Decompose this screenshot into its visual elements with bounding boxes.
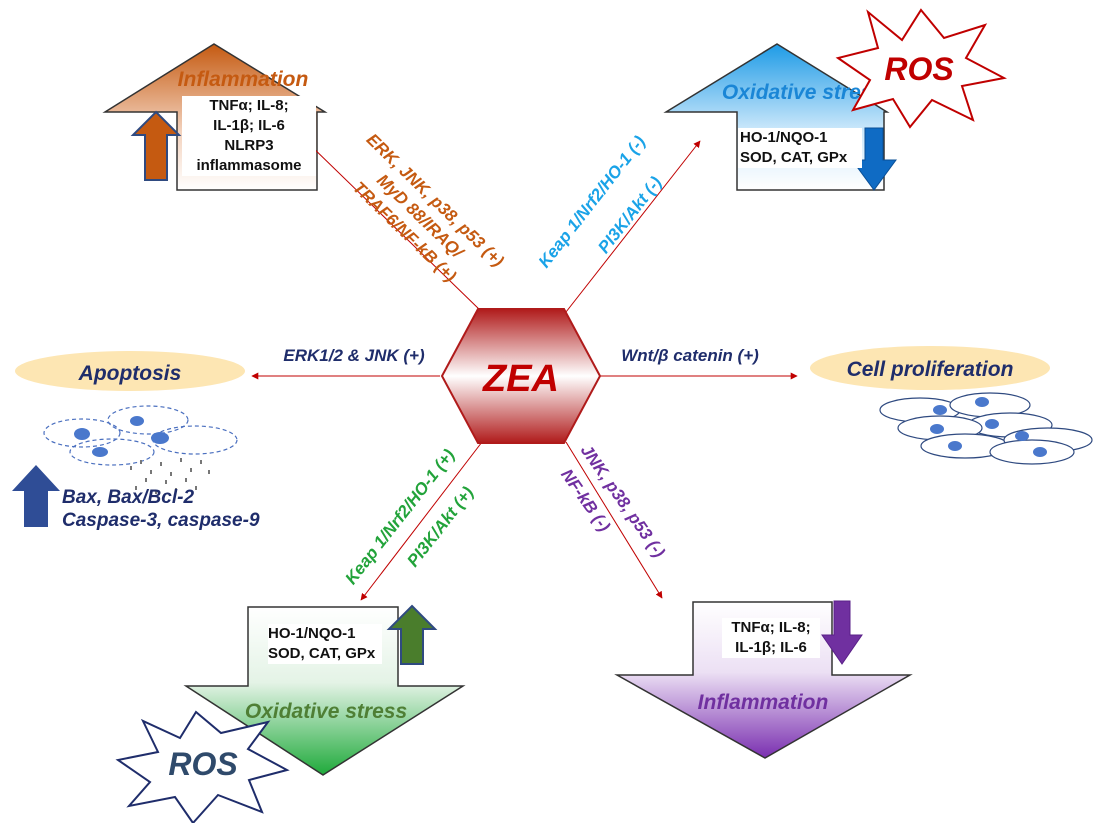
inflammation-up-title: Inflammation [178, 68, 309, 91]
marker-line: SOD, CAT, GPx [268, 645, 376, 662]
nucleus [930, 424, 944, 434]
oxidative-stress-up-title: Oxidative stress [722, 81, 884, 104]
apoptotic-nucleus [151, 432, 169, 444]
inflammation-pathway-labels: ERK, JNK, p38, p53 (+) MyD 88/IRAQ/ TRAF… [349, 130, 507, 286]
marker-line: HO-1/NQO-1 [268, 625, 356, 642]
ros-bottom-label: ROS [168, 746, 238, 782]
oxidative-up-pathway-labels: Keap 1/Nrf2/HO-1 (-) PI3K/Akt (-) [535, 132, 666, 271]
nucleus [1033, 447, 1047, 457]
oxidative-down-pathway-labels: Keap 1/Nrf2/HO-1 (+) PI3K/Akt (+) [341, 445, 477, 588]
ros-top-label: ROS [884, 51, 954, 87]
ros-burst-top [835, 8, 1007, 129]
apoptotic-nuclei [74, 416, 169, 457]
debris-dot [160, 462, 162, 466]
marker-line: IL-1β; IL-6 [213, 117, 285, 134]
debris-dot [200, 460, 202, 464]
debris-dot [190, 468, 192, 472]
inflammation-down-arrow-shape [614, 601, 913, 759]
apoptotic-cell [69, 438, 155, 466]
proliferation-highlight [810, 346, 1050, 390]
debris-dot [185, 478, 187, 482]
debris-dot [175, 488, 177, 492]
inflammation-down-pathway-labels: JNK, p38, p53 (-) NF-kB (-) [557, 441, 669, 561]
apoptosis-pathway-label: ERK1/2 & JNK (+) [283, 346, 425, 365]
cell-proliferation-title: Cell proliferation [847, 358, 1014, 381]
zea-label: ZEA [482, 358, 559, 400]
debris-dot [155, 490, 157, 494]
inflammation-up-markers-box: TNFα; IL-8; IL-1β; IL-6 NLRP3 inflammaso… [182, 96, 316, 176]
apoptotic-cell [43, 418, 121, 448]
inflammation-down-markers-box: TNFα; IL-8; IL-1β; IL-6 [722, 618, 820, 658]
decrease-arrow-oxidative-icon [851, 127, 897, 191]
nucleus [985, 419, 999, 429]
increase-arrow-inflammation-icon [130, 110, 182, 181]
debris-dot [170, 472, 172, 476]
marker-line: TNFα; IL-8; [731, 619, 811, 636]
proliferating-cells [879, 392, 1093, 465]
debris-dot [135, 486, 137, 490]
apoptosis-title: Apoptosis [78, 362, 182, 385]
apoptotic-cells [43, 405, 238, 466]
apoptotic-debris [130, 458, 210, 494]
oxidative-down-markers-box: HO-1/NQO-1 SOD, CAT, GPx [268, 624, 382, 664]
proliferation-pathway-label: Wnt/β catenin (+) [621, 346, 759, 365]
marker-line: inflammasome [196, 157, 302, 174]
proliferating-nuclei [930, 397, 1047, 457]
marker-line: TNFα; IL-8; [209, 97, 289, 114]
oxidative-stress-down-title: Oxidative stress [245, 700, 407, 723]
oxidative-up-markers-box: HO-1/NQO-1 SOD, CAT, GPx [738, 128, 862, 168]
debris-dot [140, 460, 142, 464]
nucleus [948, 441, 962, 451]
debris-dot [150, 470, 152, 474]
cell [989, 439, 1075, 465]
debris-dot [165, 480, 167, 484]
debris-dot [208, 470, 210, 474]
arrow-to-oxidative-down [360, 441, 483, 601]
debris-dot [145, 478, 147, 482]
apoptosis-highlight [15, 351, 245, 391]
apoptosis-marker-line-1: Bax, Bax/Bcl-2 [62, 487, 194, 508]
nucleus [933, 405, 947, 415]
ros-burst-bottom [115, 710, 290, 823]
arrow-to-oxidative-up [565, 140, 701, 313]
increase-arrow-oxidative-icon [386, 604, 438, 665]
debris-dot [195, 486, 197, 490]
marker-line: IL-1β; IL-6 [735, 639, 807, 656]
inflammation-down-title: Inflammation [698, 691, 829, 714]
debris-dot [130, 466, 132, 470]
decrease-arrow-inflammation-icon [821, 600, 863, 665]
arrow-to-inflammation-up [305, 140, 483, 313]
arrow-to-inflammation-down [565, 441, 663, 599]
apoptotic-nucleus [74, 428, 90, 440]
increase-arrow-apoptosis-icon [12, 465, 60, 527]
marker-line: SOD, CAT, GPx [740, 149, 848, 166]
marker-line: NLRP3 [224, 137, 274, 154]
debris-dot [180, 458, 182, 462]
nucleus [975, 397, 989, 407]
apoptotic-cell [107, 405, 189, 435]
apoptosis-marker-line-2: Caspase-3, caspase-9 [62, 510, 260, 531]
nucleus [1015, 431, 1029, 441]
apoptotic-nucleus [92, 447, 108, 457]
zea-hexagon [440, 308, 602, 444]
apoptotic-nucleus [130, 416, 144, 426]
marker-line: HO-1/NQO-1 [740, 129, 828, 146]
